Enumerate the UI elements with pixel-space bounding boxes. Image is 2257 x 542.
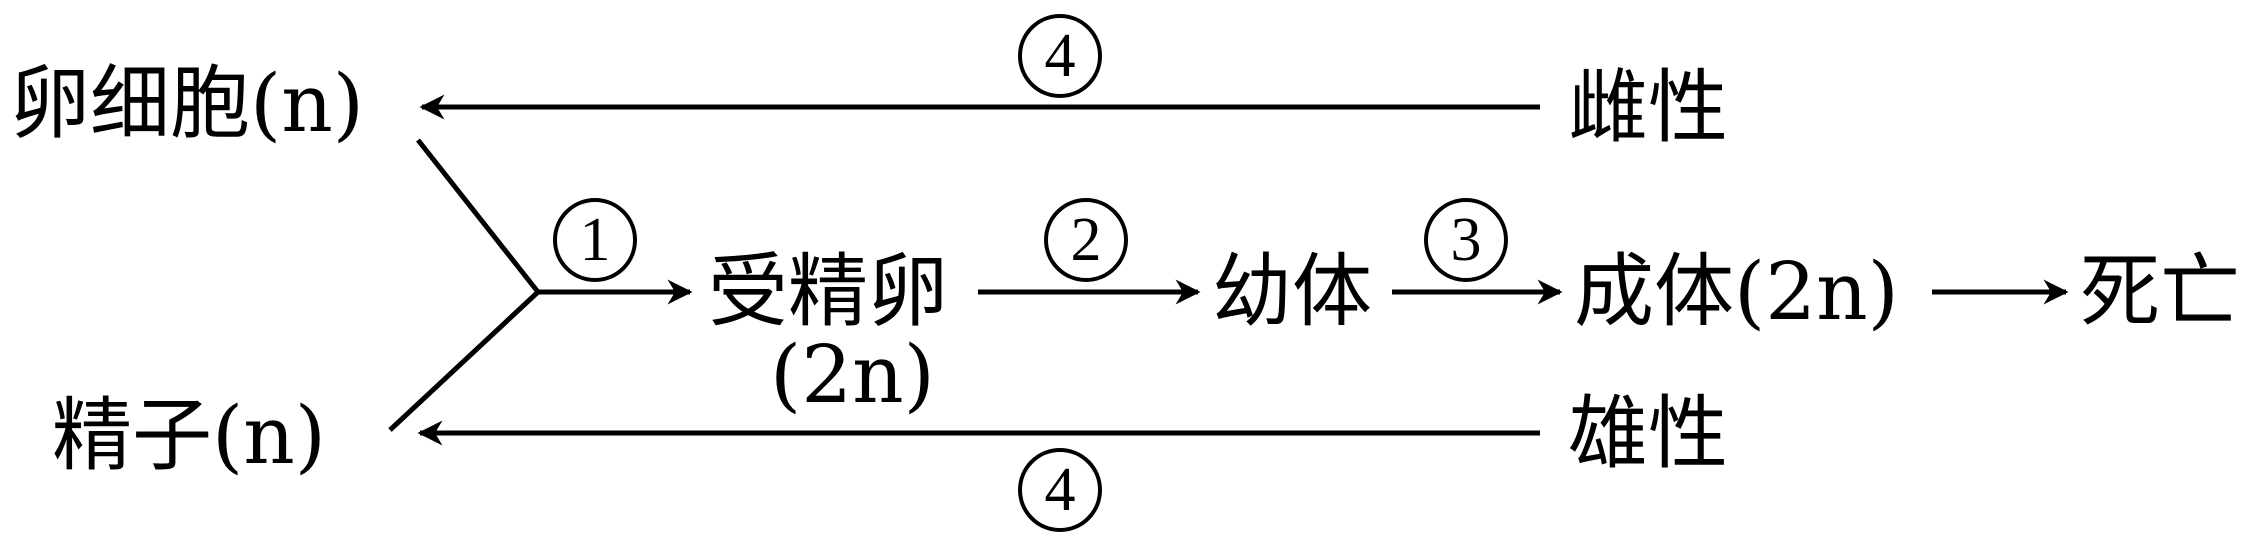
death-label: 死亡 xyxy=(2080,245,2240,338)
sperm-label: 精子(n) xyxy=(52,389,326,482)
zygote-label: 受精卵 xyxy=(708,245,948,338)
step-1-fertilization-marker: 1 xyxy=(553,198,637,282)
step-3-growth-marker: 3 xyxy=(1424,198,1508,282)
step-4-female-marker: 4 xyxy=(1018,14,1102,98)
egg-cell-label: 卵细胞(n) xyxy=(10,57,364,150)
juvenile-label: 幼体 xyxy=(1212,245,1372,338)
step-2-development-marker: 2 xyxy=(1044,198,1128,282)
step-4-male-marker: 4 xyxy=(1018,448,1102,532)
adult-label: 成体(2n) xyxy=(1574,245,1899,338)
zygote-ploidy-label: (2n) xyxy=(770,328,935,421)
female-label: 雌性 xyxy=(1568,61,1728,154)
male-label: 雄性 xyxy=(1568,387,1728,480)
sperm-merge-line xyxy=(388,290,540,432)
egg-merge-line xyxy=(416,138,540,294)
